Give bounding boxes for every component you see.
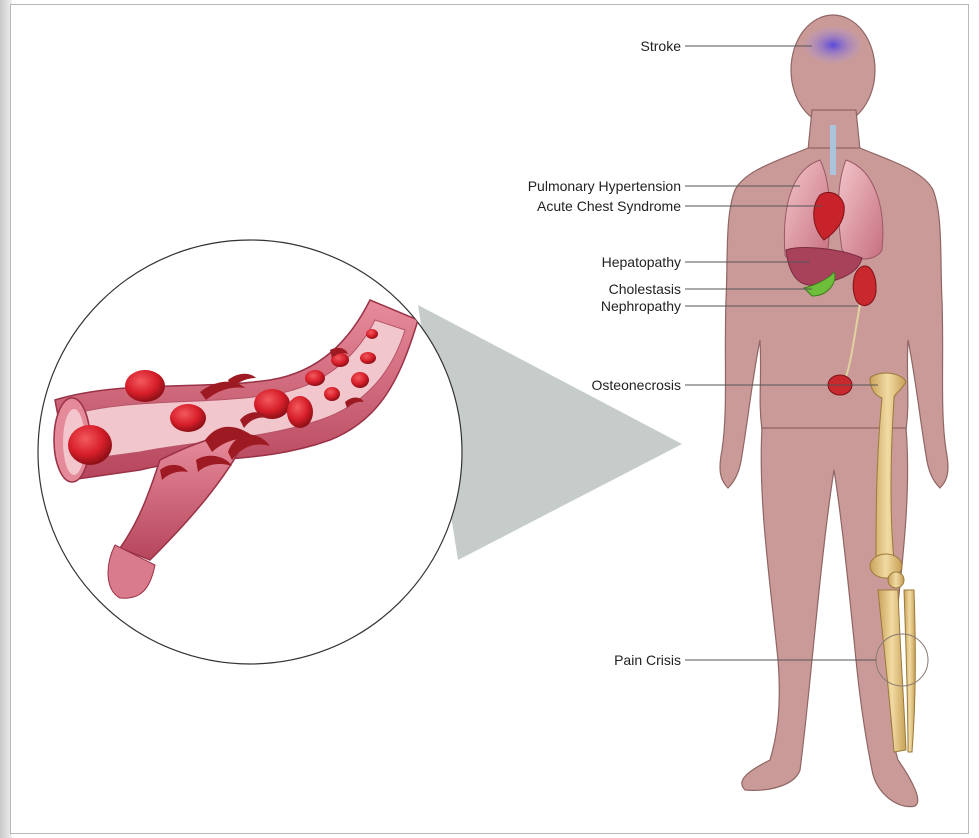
kidney — [853, 266, 876, 306]
label-stroke: Stroke — [441, 38, 681, 54]
label-pain-crisis: Pain Crisis — [441, 652, 681, 668]
label-acute-chest-syndrome: Acute Chest Syndrome — [441, 198, 681, 214]
label-pulmonary-hypertension: Pulmonary Hypertension — [441, 178, 681, 194]
label-nephropathy: Nephropathy — [441, 298, 681, 314]
magnified-vessel-view — [38, 240, 462, 664]
label-osteonecrosis: Osteonecrosis — [441, 377, 681, 393]
label-hepatopathy: Hepatopathy — [441, 254, 681, 270]
brain-stroke-area — [805, 27, 861, 63]
label-cholestasis: Cholestasis — [441, 281, 681, 297]
spine — [830, 125, 836, 175]
